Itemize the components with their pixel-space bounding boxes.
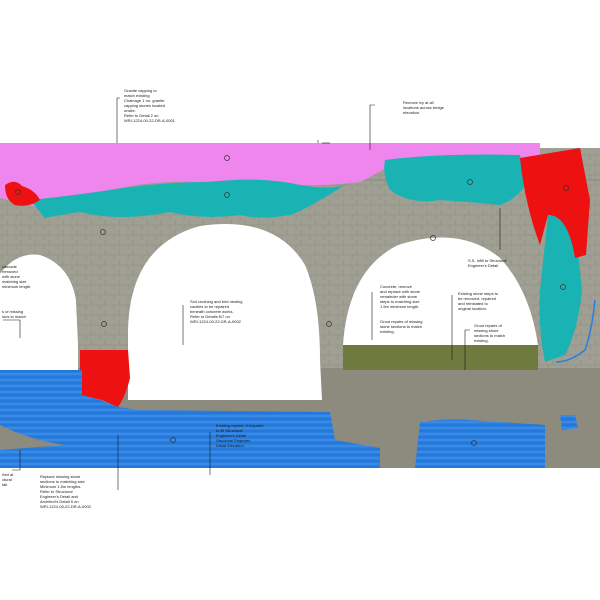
- stone-infill-areas: [30, 154, 582, 362]
- water-areas: [0, 370, 578, 468]
- reference-markers: [15, 155, 569, 446]
- repair-areas: [5, 148, 590, 407]
- leader-lines: [3, 97, 501, 490]
- arch-openings: [0, 224, 538, 400]
- repair-outline: [555, 299, 596, 363]
- vegetation-strip: [343, 345, 538, 370]
